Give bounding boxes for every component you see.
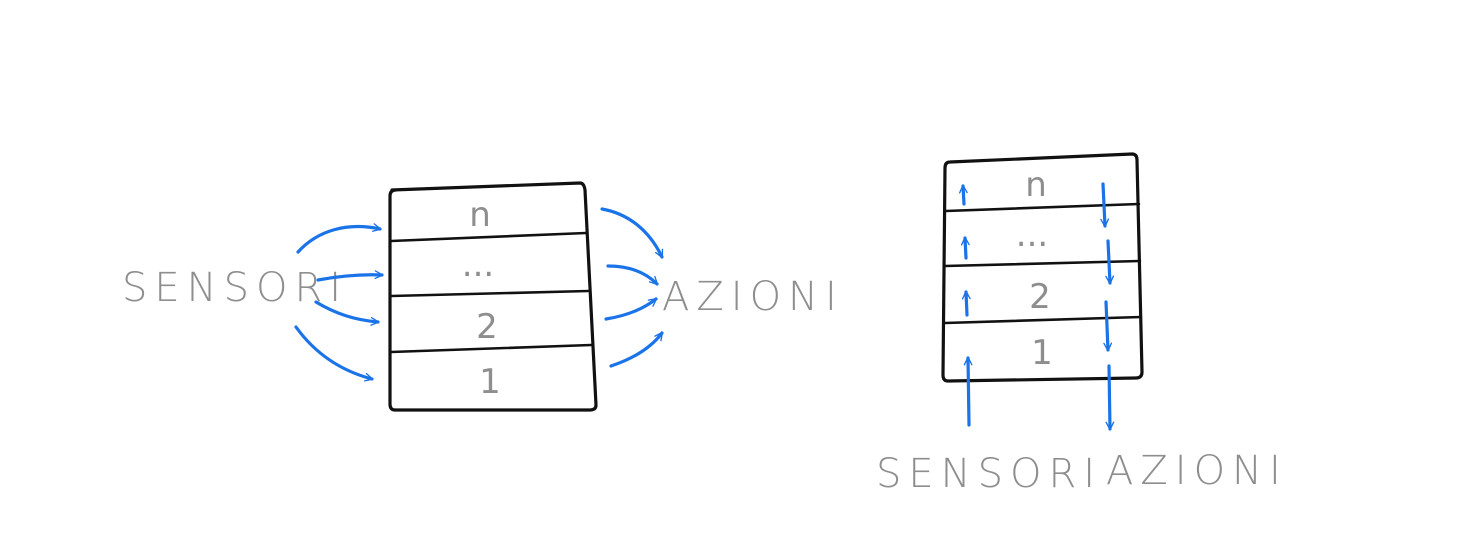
vertical-layer-ellipsis: ...: [1016, 215, 1048, 255]
horizontal-divider-2: [389, 289, 590, 298]
sensors-to-layer-1-arrow: [294, 325, 374, 382]
actions-downward-arrow-layer-n: [1100, 182, 1110, 228]
vertical-divider-3: [943, 315, 1143, 325]
vertical-stack-frame: [941, 152, 1144, 383]
horizontal-layer-n: n: [469, 195, 491, 235]
vertical-architecture: n ... 2 1 SENSORI AZIONI: [876, 152, 1288, 497]
sensors-to-layer-ellipsis-arrow: [316, 270, 384, 282]
layer-2-to-actions-arrow: [604, 297, 658, 321]
actions-downward-arrow-layer-2: [1103, 300, 1113, 352]
sensors-upward-arrow-layer-2: [961, 290, 971, 317]
horizontal-sensors-label: SENSORI: [122, 265, 348, 311]
vertical-layer-n: n: [1025, 165, 1047, 205]
sensors-upward-arrow-layer-ellipsis: [960, 236, 970, 260]
vertical-divider-1: [944, 202, 1141, 213]
sensors-to-layer-n-arrow: [296, 223, 382, 254]
horizontal-stack-frame: [388, 181, 598, 412]
horizontal-divider-3: [389, 343, 593, 354]
horizontal-layer-2: 2: [476, 307, 498, 347]
sensors-upward-arrow-layer-n: [958, 184, 968, 206]
horizontal-architecture: n ... 2 1 SENSORI AZIONI: [122, 181, 844, 412]
layer-ellipsis-to-actions-arrow: [606, 264, 659, 286]
actions-downward-arrow-main: [1105, 364, 1115, 431]
sensors-to-layer-2-arrow: [314, 300, 380, 326]
layer-1-to-actions-arrow: [609, 331, 664, 368]
layer-n-to-actions-arrow: [600, 207, 664, 259]
sensors-upward-arrow-main: [963, 356, 973, 427]
horizontal-layer-ellipsis: ...: [462, 245, 494, 285]
actions-downward-arrow-layer-ellipsis: [1105, 239, 1115, 285]
horizontal-layer-1: 1: [479, 362, 501, 402]
vertical-actions-label: AZIONI: [1106, 448, 1288, 494]
vertical-layer-1: 1: [1031, 333, 1053, 373]
vertical-sensors-label: SENSORI: [876, 451, 1102, 497]
horizontal-actions-label: AZIONI: [662, 274, 844, 320]
horizontal-divider-1: [389, 231, 588, 243]
vertical-layer-2: 2: [1029, 277, 1051, 317]
